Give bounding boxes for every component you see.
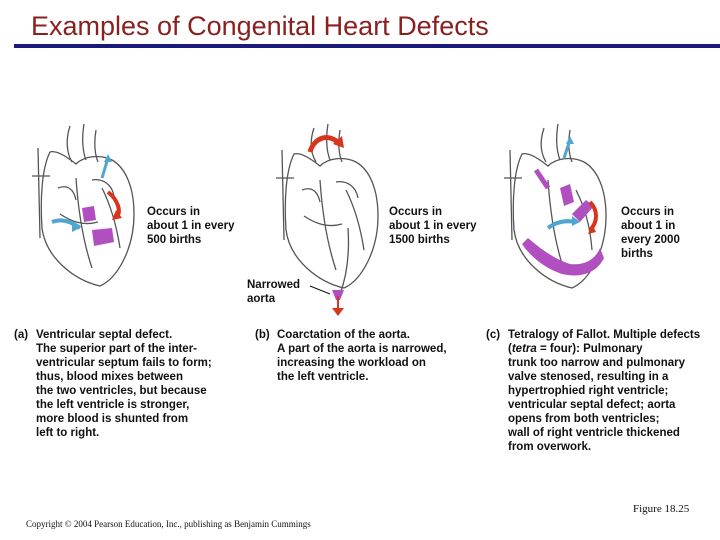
occurrence-tetralogy: Occurs in about 1 in every 2000 births [621, 206, 680, 260]
caption-heading-tetralogy: Tetralogy of Fallot. Multiple defects (t… [508, 328, 718, 356]
caption-heading-tetralogy-rest: Multiple defects ( [508, 329, 701, 355]
caption-letter-b: (b) [255, 329, 270, 341]
heart-illustration-vsd [32, 123, 135, 287]
caption-body-vsd: The superior part of the inter- ventricu… [36, 343, 212, 439]
heart-illustration-tetralogy [504, 123, 607, 289]
callout-narrowed-aorta: Narrowed aorta [247, 279, 301, 305]
caption-body-tetralogy: trunk too narrow and pulmonary valve ste… [508, 357, 685, 453]
caption-body-coarctation: A part of the aorta is narrowed, increas… [277, 343, 447, 383]
caption-coarctation: (b) Coarctation of the aorta. A part of … [255, 328, 485, 388]
copyright-notice: Copyright © 2004 Pearson Education, Inc.… [26, 519, 311, 529]
caption-heading-coarctation: Coarctation of the aorta. [277, 329, 410, 341]
caption-letter-a: (a) [14, 329, 29, 341]
caption-letter-c: (c) [486, 329, 501, 341]
caption-heading-vsd: Ventricular septal defect. [36, 329, 173, 341]
occurrence-vsd: Occurs in about 1 in every 500 births [147, 206, 235, 246]
occurrence-coarctation: Occurs in about 1 in every 1500 births [389, 206, 477, 246]
figure-number: Figure 18.25 [633, 503, 690, 515]
caption-heading-tetralogy-italic: tetra [511, 343, 537, 355]
caption-vsd: (a) Ventricular septal defect. The super… [14, 328, 254, 448]
caption-heading-tetralogy-after: = four): Pulmonary [536, 343, 643, 355]
caption-heading-tetralogy-bold: Tetralogy of Fallot. [508, 329, 611, 341]
title-underline [14, 44, 720, 48]
heart-illustration-coarctation [276, 123, 379, 316]
slide-title: Examples of Congenital Heart Defects [31, 11, 489, 41]
caption-tetralogy: (c) Tetralogy of Fallot. Multiple defect… [486, 328, 716, 458]
